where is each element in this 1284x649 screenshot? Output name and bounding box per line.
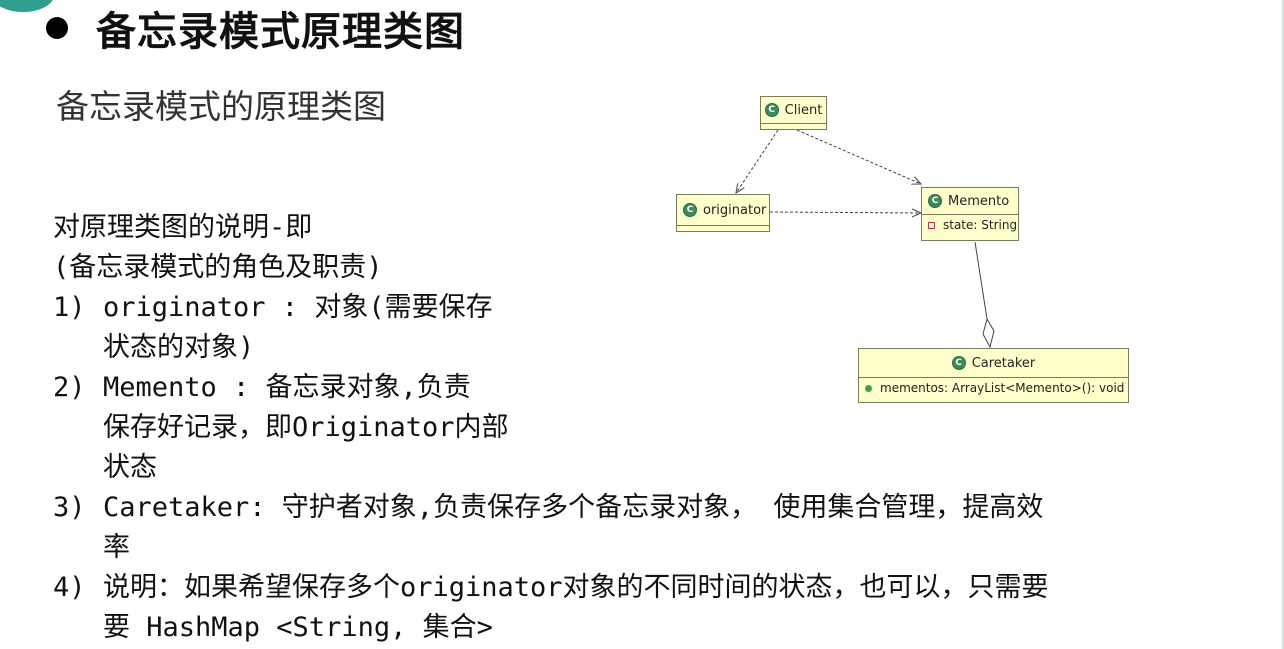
class-field: state: String	[943, 218, 1018, 232]
item-text: Memento : 备忘录对象,负责	[103, 372, 471, 403]
class-icon: C	[928, 194, 942, 208]
client-to-originator-dependency	[736, 129, 779, 193]
class-separator	[677, 225, 769, 229]
public-member-icon	[865, 384, 872, 392]
class-name: Memento	[948, 193, 1010, 209]
item-number: 1)	[53, 292, 86, 323]
page-title: 备忘录模式原理类图	[96, 9, 465, 55]
item-text: Caretaker: 守护者对象,负责保存多个备忘录对象， 使用集合管理，提高效	[103, 492, 1044, 523]
item-text: 说明：如果希望保存多个originator对象的不同时间的状态，也可以，只需要	[103, 572, 1049, 603]
class-name: Caretaker	[971, 355, 1036, 371]
class-name: Client	[784, 102, 823, 118]
class-name: originator	[703, 202, 767, 218]
class-field: mementos: ArrayList<Memento>(): void	[880, 381, 1125, 395]
bullet-icon	[46, 17, 68, 39]
description-subheading: (备忘录模式的角色及职责)	[53, 252, 383, 283]
item-continuation: 率	[103, 532, 130, 563]
item-number: 3)	[53, 492, 86, 523]
list-item: 4) 说明：如果希望保存多个originator对象的不同时间的状态，也可以，只需…	[53, 568, 1253, 608]
corner-decoration	[0, 0, 54, 12]
list-item: 2) Memento : 备忘录对象,负责	[53, 368, 1253, 408]
title-row: 备忘录模式原理类图	[40, 0, 465, 56]
description-heading: 对原理类图的说明-即	[53, 212, 313, 243]
item-number: 4)	[53, 572, 86, 603]
slide-edge	[1282, 0, 1284, 649]
item-continuation: 要 HashMap <String, 集合>	[103, 612, 493, 643]
list-item: 3) Caretaker: 守护者对象,负责保存多个备忘录对象， 使用集合管理，提…	[53, 488, 1253, 528]
subtitle: 备忘录模式的原理类图	[56, 87, 386, 126]
class-separator	[761, 123, 826, 127]
item-continuation: 状态	[103, 452, 157, 483]
class-icon: C	[683, 203, 697, 217]
memento-class[interactable]: C Memento state: String	[921, 187, 1019, 241]
caretaker-class[interactable]: C Caretaker mementos: ArrayList<Memento>(…	[858, 348, 1129, 403]
private-field-icon	[928, 221, 935, 229]
client-class[interactable]: C Client	[760, 96, 827, 130]
item-continuation: 状态的对象)	[103, 332, 255, 363]
item-continuation: 保存好记录，即Originator内部	[103, 412, 509, 443]
item-text: originator : 对象(需要保存	[103, 292, 493, 323]
class-icon: C	[951, 356, 966, 370]
client-to-memento-dependency	[796, 129, 921, 184]
item-number: 2)	[53, 372, 86, 403]
list-item: 1) originator : 对象(需要保存	[53, 288, 1253, 328]
description: 对原理类图的说明-即 (备忘录模式的角色及职责) 1) originator : …	[53, 208, 1253, 648]
class-icon: C	[764, 103, 779, 117]
